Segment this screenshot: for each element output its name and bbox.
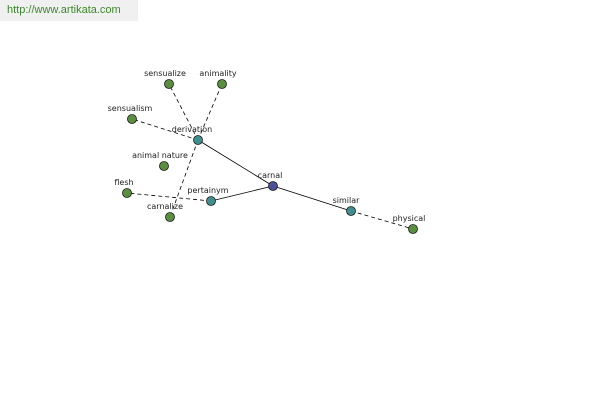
node-carnalize[interactable]: [165, 212, 175, 222]
label-animality: animality: [199, 69, 236, 78]
edge-pertainym-flesh: [126, 192, 212, 202]
edge-derivation-sensualize: [168, 83, 199, 141]
node-sensualize[interactable]: [164, 79, 174, 89]
label-derivation: derivation: [172, 125, 212, 134]
edge-derivation-sensualism: [131, 118, 199, 141]
node-pertainym[interactable]: [206, 196, 216, 206]
edge-derivation-animality: [197, 83, 223, 141]
edges: [126, 83, 414, 230]
edge-carnal-similar: [272, 185, 352, 212]
url-link[interactable]: http://www.artikata.com: [7, 4, 121, 16]
node-sensualism[interactable]: [127, 114, 137, 124]
node-similar[interactable]: [346, 206, 356, 216]
edge-similar-physical: [350, 210, 414, 230]
edge-carnal-derivation: [197, 139, 274, 187]
label-flesh: flesh: [114, 178, 133, 187]
nodes: [122, 79, 418, 234]
label-similar: similar: [333, 196, 361, 205]
labels: carnal derivation pertainym similar sens…: [108, 69, 426, 223]
node-animal-nature[interactable]: [159, 161, 169, 171]
label-animal-nature: animal nature: [132, 151, 188, 160]
label-sensualism: sensualism: [108, 104, 153, 113]
node-animality[interactable]: [217, 79, 227, 89]
edge-carnal-pertainym: [210, 185, 274, 202]
node-carnal[interactable]: [268, 181, 278, 191]
label-pertainym: pertainym: [187, 186, 228, 195]
node-flesh[interactable]: [122, 188, 132, 198]
url-banner: http://www.artikata.com: [0, 0, 138, 21]
node-derivation[interactable]: [193, 135, 203, 145]
node-physical[interactable]: [408, 224, 418, 234]
label-sensualize: sensualize: [144, 69, 186, 78]
label-carnalize: carnalize: [147, 202, 183, 211]
label-physical: physical: [393, 214, 426, 223]
label-carnal: carnal: [258, 171, 283, 180]
